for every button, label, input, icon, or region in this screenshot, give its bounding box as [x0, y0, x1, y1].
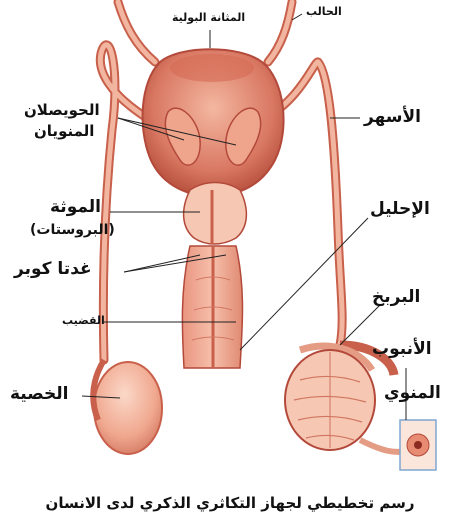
seminiferous-tubule-label-line2: المنوي: [384, 384, 441, 404]
urinary-bladder: [143, 49, 284, 197]
cowper-glands-label: غدتا كوبر: [14, 260, 92, 280]
testis: [93, 360, 162, 454]
seminiferous-tubule-label-line1: الأنبوب: [372, 340, 432, 360]
seminiferous-tubule-inset: [400, 420, 436, 470]
penis-label: القضيب: [62, 315, 105, 328]
figure-caption: رسم تخطيطي لجهاز التكاثري الذكري لدى الا…: [0, 494, 460, 512]
prostate-label-line2: (البروستات): [30, 222, 115, 238]
bladder-label: المثانة البولية: [172, 12, 245, 25]
seminal-vesicles-label-line1: الحويصلان: [24, 102, 100, 119]
urethra-label: الإحليل: [370, 200, 430, 220]
penis: [182, 246, 242, 368]
seminal-vesicles-label-line2: المنويان: [34, 123, 94, 140]
prostate: [184, 183, 247, 245]
testis-label: الخصية: [10, 385, 68, 405]
vas-deferens-label: الأسهر: [364, 108, 421, 128]
prostate-label-line1: الموثة: [50, 198, 101, 218]
epididymis-label: البربخ: [372, 288, 420, 308]
ureter-label: الحالب: [306, 6, 342, 19]
